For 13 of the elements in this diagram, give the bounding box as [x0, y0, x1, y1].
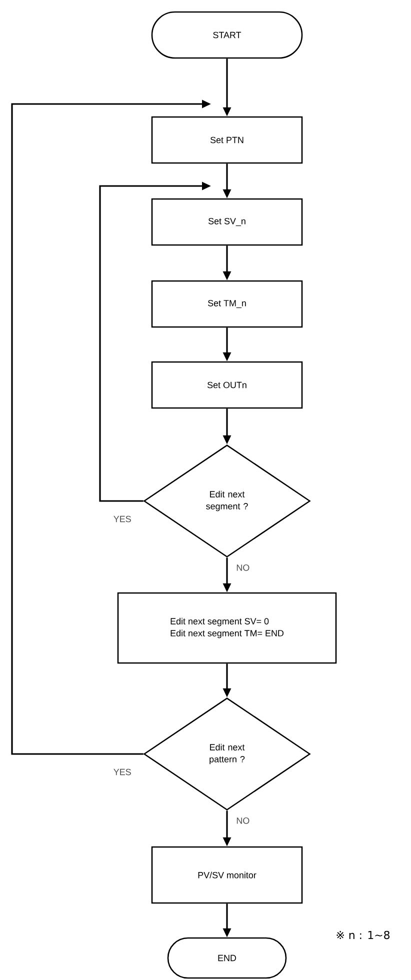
- process-box: Edit next segment SV= 0 Edit next segment TM= END: [117, 592, 337, 664]
- process-box: Set SV_n: [151, 198, 303, 246]
- process-box: PV/SV monitor: [151, 846, 303, 904]
- process-box: Set TM_n: [151, 280, 303, 328]
- terminal-box: START: [151, 11, 303, 59]
- process-box: Set PTN: [151, 116, 303, 164]
- process-box: Set OUTn: [151, 361, 303, 409]
- note: ※ n : 1~8: [336, 930, 390, 940]
- edge-label: YES: [112, 514, 132, 524]
- edge-label: YES: [112, 768, 132, 776]
- edge-label: NO: [235, 563, 251, 572]
- edge-label: NO: [235, 816, 251, 825]
- terminal-box: END: [167, 937, 287, 979]
